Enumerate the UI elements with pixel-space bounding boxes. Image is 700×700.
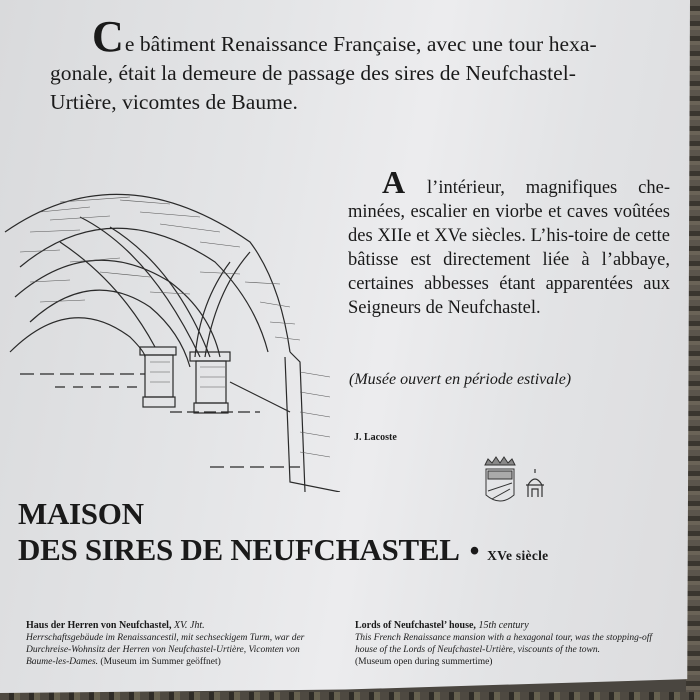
- intro-line-3: Urtière, vicomtes de Baume.: [50, 90, 298, 114]
- stone-ground-edge: [0, 692, 700, 700]
- interior-paragraph: A l’intérieur, magnifiques che- minées, …: [348, 166, 670, 320]
- german-caption-tail: (Museum im Summer geöffnet): [98, 657, 221, 667]
- intro-paragraph: Ce bâtiment Renaissance Française, avec …: [50, 15, 680, 117]
- tower-monument-icon: [526, 469, 544, 497]
- author-credit: J. Lacoste: [354, 432, 397, 443]
- museum-opening-note: (Musée ouvert en période estivale): [349, 371, 572, 388]
- intro-line-2: gonale, était la demeure de passage des …: [50, 61, 576, 85]
- english-caption-heading: Lords of Neufchastel’ house,: [355, 620, 476, 631]
- interior-dropcap: A: [382, 164, 406, 200]
- plaque-title: MAISON DES SIRES DE NEUFCHASTEL • XVe si…: [18, 496, 548, 574]
- title-century: XVe siècle: [487, 548, 549, 563]
- title-line-1: MAISON: [18, 496, 144, 531]
- english-caption-century: 15th century: [475, 620, 529, 631]
- title-line-2: DES SIRES DE NEUFCHASTEL: [18, 532, 460, 567]
- german-caption-body: Herrschaftsgebäude im Renaissancestil, m…: [26, 633, 305, 667]
- title-bullet: •: [469, 536, 480, 567]
- english-caption-body: This French Renaissance mansion with a h…: [355, 633, 653, 655]
- stone-wall-edge: [686, 0, 700, 700]
- english-caption-tail: (Museum open during summertime): [355, 657, 493, 667]
- german-caption: Haus der Herren von Neufchastel, XV. Jht…: [26, 620, 326, 668]
- coat-of-arms-icon: [484, 456, 516, 502]
- interior-body: minées, escalier en viorbe et caves voût…: [348, 202, 670, 318]
- intro-line-1: e bâtiment Renaissance Française, avec u…: [124, 32, 597, 56]
- vaulted-cellar-drawing: [4, 193, 341, 492]
- german-caption-century: XV. Jht.: [171, 620, 205, 631]
- english-caption: Lords of Neufchastel’ house, 15th centur…: [355, 620, 655, 668]
- german-caption-heading: Haus der Herren von Neufchastel,: [26, 620, 172, 631]
- emblems: [484, 456, 544, 502]
- interior-line-1: l’intérieur, magnifiques che-: [406, 178, 670, 198]
- information-plaque: Ce bâtiment Renaissance Française, avec …: [0, 0, 690, 693]
- intro-dropcap: C: [92, 12, 124, 61]
